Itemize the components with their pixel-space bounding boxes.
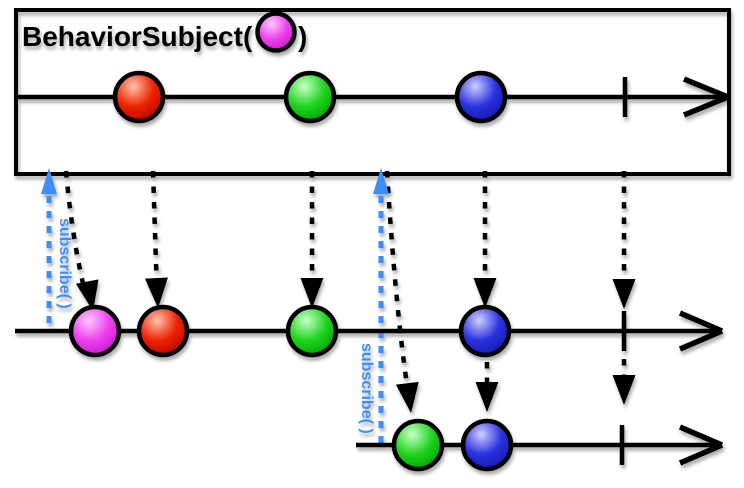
marble-source-red (112, 70, 166, 124)
emission-arrowhead-current-green-icon (395, 381, 419, 413)
title-label-prefix: BehaviorSubject( (22, 21, 253, 52)
emission-arrowhead-initial-icon (75, 279, 99, 311)
subscriber2-timeline-arrowhead-icon (678, 424, 724, 466)
emission-arrowhead-blue-icon (473, 278, 497, 308)
emission-arrow-current-green-to-sub2 (384, 170, 412, 399)
initial-value-marble (255, 11, 297, 53)
emission-arrowhead-green-icon (300, 278, 324, 308)
marble-sub2-green (391, 418, 445, 472)
emission-arrowhead-complete-sub2-icon (612, 375, 636, 405)
marble-sub1-red (136, 304, 190, 358)
emission-arrowhead-blue-sub2-icon (475, 382, 499, 412)
marble-sub1-green (285, 304, 339, 358)
marble-sub1-magenta (68, 304, 122, 358)
marble-sub2-blue (460, 418, 514, 472)
emission-arrowhead-complete-sub1-icon (612, 279, 636, 309)
subscribe2-label: subscribe( ) (358, 343, 375, 434)
emission-arrow-red-to-sub1 (150, 170, 160, 295)
subscribe1-arrowhead-icon (41, 168, 57, 194)
emission-arrowhead-red-icon (144, 277, 168, 308)
marble-sub1-blue (458, 304, 512, 358)
subscriber1-timeline-arrowhead-icon (678, 310, 724, 352)
source-timeline-arrowhead-icon (682, 76, 730, 118)
marble-source-green (283, 70, 337, 124)
source-box (14, 8, 731, 176)
marble-source-blue (454, 70, 508, 124)
title-label-suffix: ) (298, 21, 307, 52)
subscribe1-label: subscribe( ) (56, 218, 73, 309)
subscribe2-arrowhead-icon (373, 168, 389, 194)
